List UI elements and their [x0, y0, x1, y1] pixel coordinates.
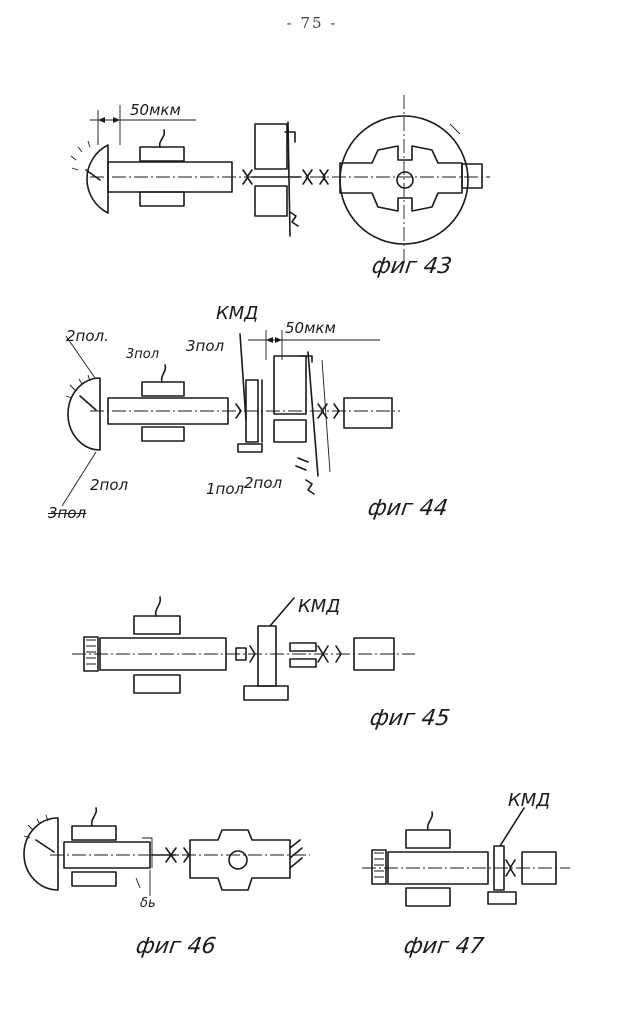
- fig45-kmd-label: КМД: [298, 596, 341, 617]
- fig45-caption: фиг 45: [368, 706, 452, 731]
- fig47-kmd-label: КМД: [508, 790, 551, 811]
- page-number: - 75 -: [286, 14, 338, 32]
- fig44-pos2-left-label: 2пол: [90, 476, 129, 494]
- fig44-pos1-bottom-label: 1пол: [206, 480, 245, 498]
- figure-47-drawing: [362, 807, 570, 907]
- fig44-caption: фиг 44: [366, 496, 450, 521]
- figure-45-drawing: [72, 596, 415, 701]
- fig44-pos2-bottom-label: 2пол: [244, 474, 283, 492]
- fig44-pos3-top-label: 3пол: [126, 347, 160, 362]
- fig44-pos3-mid-label: 3пол: [186, 337, 225, 355]
- fig46-delta-label: δь: [140, 896, 156, 911]
- fig43-gap-label: 50мкм: [130, 101, 181, 119]
- figure-44-drawing: [61, 330, 400, 507]
- dial-indicator-icon: [23, 817, 59, 891]
- dial-indicator-icon: [86, 144, 109, 214]
- fig47-caption: фиг 47: [402, 934, 486, 959]
- figure-43-drawing: [70, 95, 490, 262]
- fig44-gap-label: 50мкм: [285, 319, 336, 337]
- fig46-caption: фиг 46: [134, 934, 218, 959]
- fig44-kmd-label: КМД: [216, 303, 259, 324]
- figure-46-drawing: [23, 807, 310, 896]
- dial-indicator-icon: [67, 377, 101, 451]
- fig44-pos3-struck-label: 3пол: [48, 504, 87, 522]
- fig43-caption: фиг 43: [370, 254, 454, 279]
- fig44-pos2-top-label: 2пол.: [66, 327, 109, 345]
